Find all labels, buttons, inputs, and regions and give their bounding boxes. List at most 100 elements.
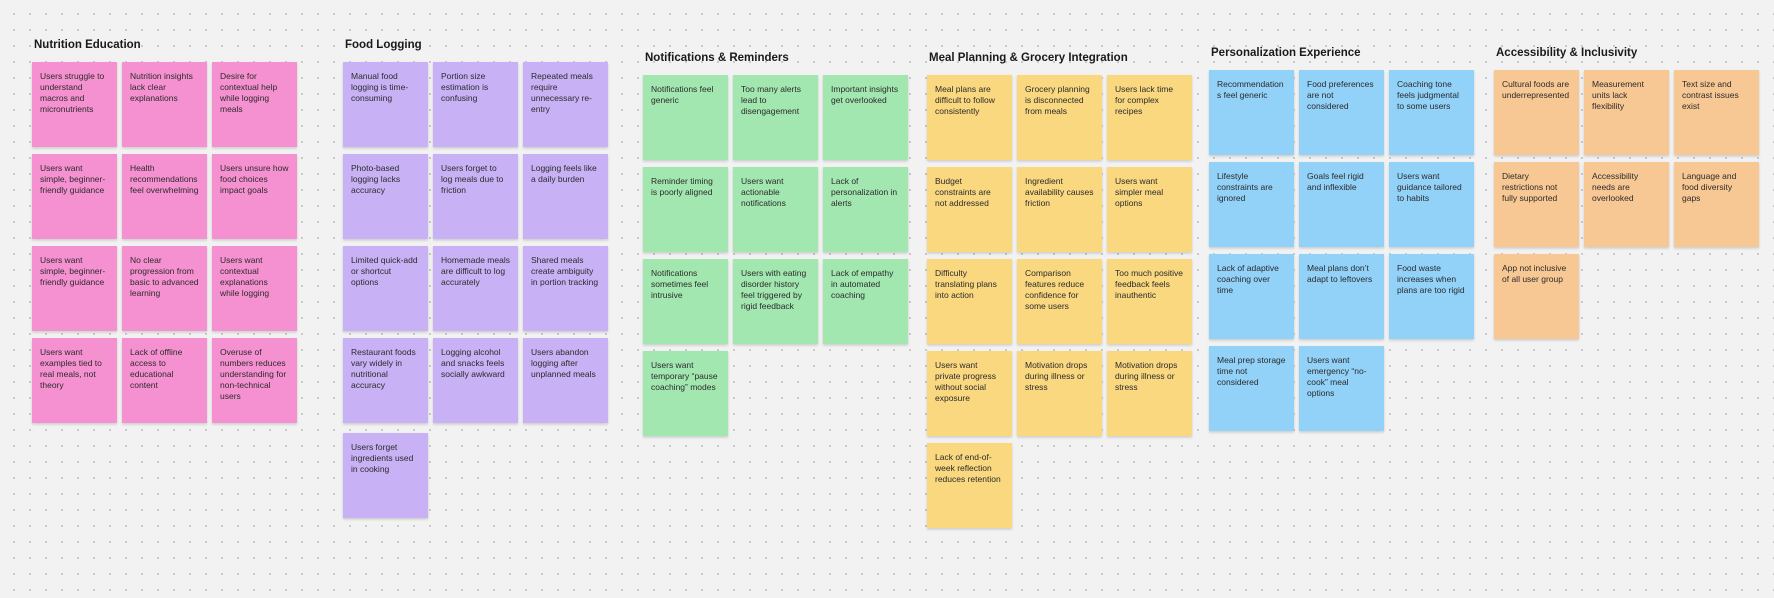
sticky-note[interactable]: Users want simple, beginner-friendly gui… [32, 154, 117, 239]
note-row: Users forget ingredients used in cooking [343, 433, 608, 518]
sticky-note[interactable]: Goals feel rigid and inflexible [1299, 162, 1384, 247]
sticky-note[interactable]: Important insights get overlooked [823, 75, 908, 160]
sticky-note[interactable]: Notifications feel generic [643, 75, 728, 160]
sticky-note[interactable]: Restaurant foods vary widely in nutritio… [343, 338, 428, 423]
note-row: Users want simple, beginner-friendly gui… [32, 246, 297, 331]
sticky-note[interactable]: Notifications sometimes feel intrusive [643, 259, 728, 344]
sticky-note[interactable]: Lack of personalization in alerts [823, 167, 908, 252]
sticky-note[interactable]: Users lack time for complex recipes [1107, 75, 1192, 160]
sticky-note[interactable]: Manual food logging is time-consuming [343, 62, 428, 147]
sticky-note[interactable]: Users want temporary “pause coaching” mo… [643, 351, 728, 436]
sticky-note[interactable]: Shared meals create ambiguity in portion… [523, 246, 608, 331]
sticky-note[interactable]: Comparison features reduce confidence fo… [1017, 259, 1102, 344]
sticky-note[interactable]: App not inclusive of all user group [1494, 254, 1579, 339]
sticky-note[interactable]: Users abandon logging after unplanned me… [523, 338, 608, 423]
sticky-note[interactable]: Users unsure how food choices impact goa… [212, 154, 297, 239]
sticky-note[interactable]: Reminder timing is poorly aligned [643, 167, 728, 252]
sticky-note[interactable]: Dietary restrictions not fully supported [1494, 162, 1579, 247]
sticky-note[interactable]: Limited quick-add or shortcut options [343, 246, 428, 331]
sticky-note[interactable]: Users want actionable notifications [733, 167, 818, 252]
sticky-note[interactable]: Motivation drops during illness or stres… [1107, 351, 1192, 436]
note-row: Users want private progress without soci… [927, 351, 1192, 436]
sticky-note[interactable]: Budget constraints are not addressed [927, 167, 1012, 252]
note-row: Restaurant foods vary widely in nutritio… [343, 338, 608, 423]
sticky-note[interactable]: Users want guidance tailored to habits [1389, 162, 1474, 247]
sticky-note[interactable]: Too many alerts lead to disengagement [733, 75, 818, 160]
sticky-note[interactable]: Lack of empathy in automated coaching [823, 259, 908, 344]
section-title-notifications-reminders[interactable]: Notifications & Reminders [645, 52, 789, 64]
sticky-note[interactable]: Cultural foods are underrepresented [1494, 70, 1579, 155]
sticky-note[interactable]: Language and food diversity gaps [1674, 162, 1759, 247]
sticky-note[interactable]: Photo-based logging lacks accuracy [343, 154, 428, 239]
sticky-note[interactable]: Repeated meals require unnecessary re-en… [523, 62, 608, 147]
note-row: Difficulty translating plans into action… [927, 259, 1192, 344]
sticky-note[interactable]: Logging alcohol and snacks feels sociall… [433, 338, 518, 423]
sticky-note[interactable]: Lifestyle constraints are ignored [1209, 162, 1294, 247]
sticky-note[interactable]: Homemade meals are difficult to log accu… [433, 246, 518, 331]
sticky-note[interactable]: Coaching tone feels judgmental to some u… [1389, 70, 1474, 155]
note-row: Users struggle to understand macros and … [32, 62, 297, 147]
sticky-note[interactable]: Grocery planning is disconnected from me… [1017, 75, 1102, 160]
sticky-note[interactable]: Too much positive feedback feels inauthe… [1107, 259, 1192, 344]
sticky-note[interactable]: Meal plans don’t adapt to leftovers [1299, 254, 1384, 339]
section-title-personalization-experience[interactable]: Personalization Experience [1211, 47, 1361, 59]
sticky-note[interactable]: Overuse of numbers reduces understanding… [212, 338, 297, 423]
sticky-note[interactable]: Users with eating disorder history feel … [733, 259, 818, 344]
sticky-note[interactable]: No clear progression from basic to advan… [122, 246, 207, 331]
sticky-note[interactable]: Accessibility needs are overlooked [1584, 162, 1669, 247]
sticky-note[interactable]: Meal plans are difficult to follow consi… [927, 75, 1012, 160]
sticky-note[interactable]: Health recommendations feel overwhelming [122, 154, 207, 239]
sticky-note[interactable]: Users struggle to understand macros and … [32, 62, 117, 147]
sticky-note[interactable]: Desire for contextual help while logging… [212, 62, 297, 147]
sticky-note[interactable]: Portion size estimation is confusing [433, 62, 518, 147]
sticky-note[interactable]: Logging feels like a daily burden [523, 154, 608, 239]
sticky-note[interactable]: Food preferences are not considered [1299, 70, 1384, 155]
sticky-note[interactable]: Users want simpler meal options [1107, 167, 1192, 252]
note-row: App not inclusive of all user group [1494, 254, 1759, 339]
sticky-note[interactable]: Text size and contrast issues exist [1674, 70, 1759, 155]
sticky-note[interactable]: Users want private progress without soci… [927, 351, 1012, 436]
sticky-note[interactable]: Users forget to log meals due to frictio… [433, 154, 518, 239]
sticky-note[interactable]: Lack of end-of-week reflection reduces r… [927, 443, 1012, 528]
sticky-note[interactable]: Users want emergency “no-cook” meal opti… [1299, 346, 1384, 431]
sticky-note[interactable]: Users want contextual explanations while… [212, 246, 297, 331]
note-row: Dietary restrictions not fully supported… [1494, 162, 1759, 247]
sticky-note[interactable]: Users want simple, beginner-friendly gui… [32, 246, 117, 331]
section-title-meal-planning-grocery-integration[interactable]: Meal Planning & Grocery Integration [929, 52, 1128, 64]
sticky-note[interactable]: Nutrition insights lack clear explanatio… [122, 62, 207, 147]
sticky-note[interactable]: Ingredient availability causes friction [1017, 167, 1102, 252]
sticky-note[interactable]: Users want examples tied to real meals, … [32, 338, 117, 423]
sticky-note[interactable]: Recommendations feel generic [1209, 70, 1294, 155]
note-row: Users want examples tied to real meals, … [32, 338, 297, 423]
sticky-note[interactable]: Motivation drops during illness or stres… [1017, 351, 1102, 436]
sticky-note[interactable]: Lack of offline access to educational co… [122, 338, 207, 423]
section-title-food-logging[interactable]: Food Logging [345, 39, 422, 51]
sticky-note[interactable]: Difficulty translating plans into action [927, 259, 1012, 344]
section-title-nutrition-education[interactable]: Nutrition Education [34, 39, 141, 51]
section-title-accessibility-inclusivity[interactable]: Accessibility & Inclusivity [1496, 47, 1638, 59]
sticky-note[interactable]: Users forget ingredients used in cooking [343, 433, 428, 518]
sticky-note[interactable]: Meal prep storage time not considered [1209, 346, 1294, 431]
note-row: Users want simple, beginner-friendly gui… [32, 154, 297, 239]
sticky-note[interactable]: Food waste increases when plans are too … [1389, 254, 1474, 339]
sticky-note[interactable]: Lack of adaptive coaching over time [1209, 254, 1294, 339]
sticky-note[interactable]: Measurement units lack flexibility [1584, 70, 1669, 155]
note-row: Meal plans are difficult to follow consi… [927, 75, 1192, 160]
